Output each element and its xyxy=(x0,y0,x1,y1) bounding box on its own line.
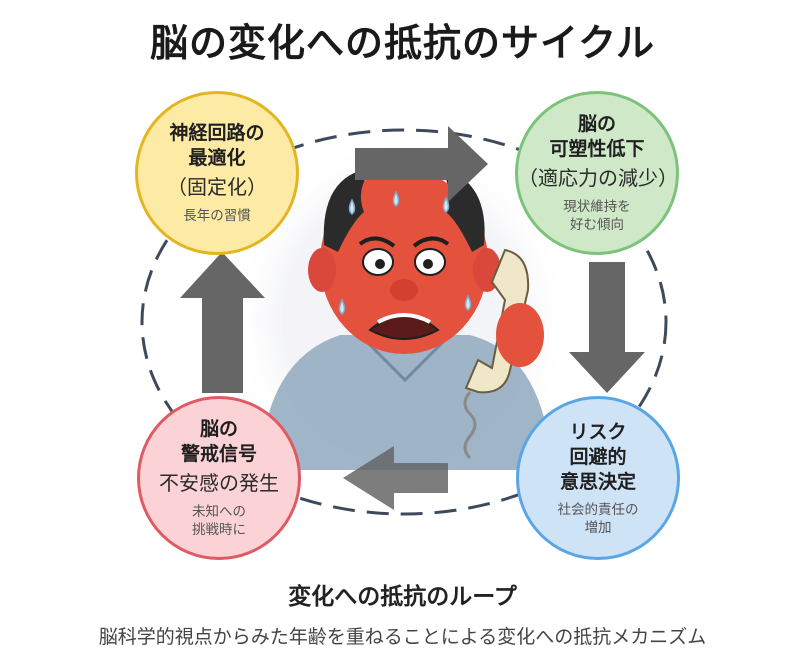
dashed-cycle-loop xyxy=(140,128,668,516)
node-note: 増加 xyxy=(584,519,612,536)
node-subtitle: （適応力の減少） xyxy=(518,166,678,190)
node-title: リスク xyxy=(569,420,627,443)
node-note: 社会的責任の xyxy=(557,501,639,518)
node-note: 未知への xyxy=(192,504,246,520)
node-title: 警戒信号 xyxy=(180,443,257,465)
arrow-down xyxy=(569,262,645,393)
node-note: 好む傾向 xyxy=(570,217,624,233)
node-brain-plasticity-decline: 脳の 可塑性低下 （適応力の減少） 現状維持を 好む傾向 xyxy=(515,91,679,255)
loop-title: 変化への抵抗のループ xyxy=(288,584,517,610)
node-title: 回避的 xyxy=(569,445,627,468)
node-risk-avoidant-decision: リスク 回避的 意思決定 社会的責任の 増加 xyxy=(516,396,680,560)
node-subtitle: （固定化） xyxy=(167,175,267,199)
arrow-up xyxy=(180,252,265,393)
subtitle: 脳科学的視点からみた年齢を重ねることによる変化への抵抗メカニズム xyxy=(98,626,707,648)
node-title: 可塑性低下 xyxy=(549,138,645,160)
node-title: 脳の xyxy=(199,418,238,440)
node-neural-circuit-optimization: 神経回路の 最適化 （固定化） 長年の習慣 xyxy=(135,91,299,255)
main-title: 脳の変化への抵抗のサイクル xyxy=(149,21,656,65)
node-brain-alert-signal: 脳の 警戒信号 不安感の発生 未知への 挑戦時に xyxy=(137,396,301,560)
node-note: 現状維持を xyxy=(563,199,631,215)
node-title: 神経回路の xyxy=(169,122,265,144)
node-note: 挑戦時に xyxy=(192,522,246,538)
arrow-right xyxy=(355,126,488,202)
node-title: 意思決定 xyxy=(559,470,636,493)
node-note: 長年の習慣 xyxy=(183,208,251,224)
arrow-left xyxy=(343,446,448,510)
node-title: 最適化 xyxy=(188,147,246,169)
node-subtitle: 不安感の発生 xyxy=(159,471,279,495)
node-title: 脳の xyxy=(577,113,616,135)
